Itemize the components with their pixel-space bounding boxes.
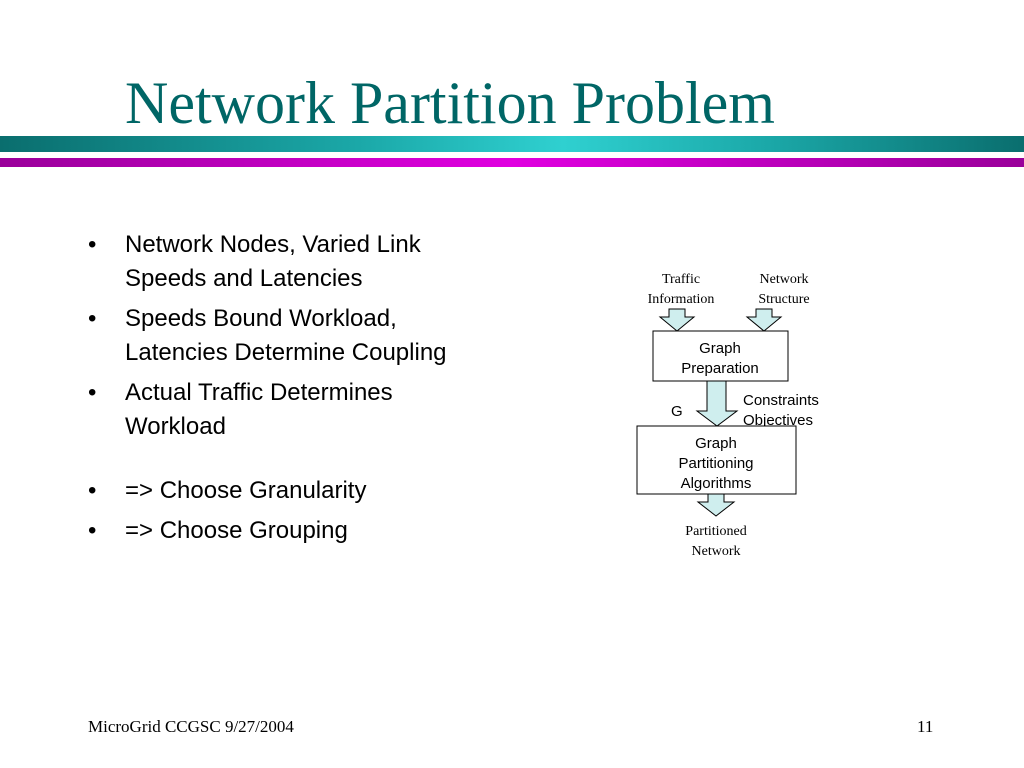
graph-preparation-line2: Preparation	[681, 360, 759, 377]
down-arrow-icon	[695, 380, 739, 427]
traffic-info-label-line1: Traffic	[662, 272, 700, 287]
down-arrow-icon	[658, 308, 696, 332]
down-arrow-icon	[745, 308, 783, 332]
bullet-text: => Choose Grouping	[125, 517, 348, 544]
slide-title: Network Partition Problem	[125, 70, 775, 136]
traffic-info-label-line2: Information	[648, 292, 715, 307]
network-structure-label-line1: Network	[760, 272, 809, 287]
down-arrow-icon	[696, 493, 736, 517]
bullet-item: • => Choose Grouping	[88, 514, 498, 548]
bullet-list: • Network Nodes, Varied Link Speeds and …	[88, 228, 498, 554]
graph-preparation-line1: Graph	[699, 340, 741, 357]
graph-preparation-box	[652, 330, 789, 382]
network-structure-label-line2: Structure	[758, 292, 809, 307]
bullet-item: • Network Nodes, Varied Link Speeds and …	[88, 228, 498, 296]
g-label: G	[671, 403, 683, 420]
graph-partitioning-line2: Partitioning	[678, 455, 753, 472]
bullet-dot: •	[88, 379, 97, 406]
bullet-text: Actual Traffic Determines Workload	[125, 379, 393, 440]
footer-text: MicroGrid CCGSC 9/27/2004	[88, 717, 294, 736]
bullet-item: • Speeds Bound Workload, Latencies Deter…	[88, 302, 498, 370]
graph-partitioning-line1: Graph	[695, 435, 737, 452]
graph-partitioning-box	[636, 425, 797, 495]
magenta-divider-bar	[0, 158, 1024, 167]
bullet-dot: •	[88, 477, 97, 504]
bullet-dot: •	[88, 517, 97, 544]
objectives-label: Objectives	[743, 412, 813, 429]
graph-partitioning-line3: Algorithms	[681, 475, 752, 492]
bullet-text: => Choose Granularity	[125, 477, 367, 504]
bullet-text: Speeds Bound Workload, Latencies Determi…	[125, 305, 447, 366]
bullet-item: • Actual Traffic Determines Workload	[88, 376, 498, 444]
bullet-item: • => Choose Granularity	[88, 474, 498, 508]
bullet-text: Network Nodes, Varied Link Speeds and La…	[125, 231, 421, 292]
partitioned-network-line2: Network	[692, 544, 741, 559]
bullet-dot: •	[88, 231, 97, 258]
page-number: 11	[917, 717, 934, 736]
partitioned-network-line1: Partitioned	[685, 524, 746, 539]
teal-divider-bar	[0, 136, 1024, 152]
constraints-label: Constraints	[743, 392, 819, 409]
bullet-dot: •	[88, 305, 97, 332]
